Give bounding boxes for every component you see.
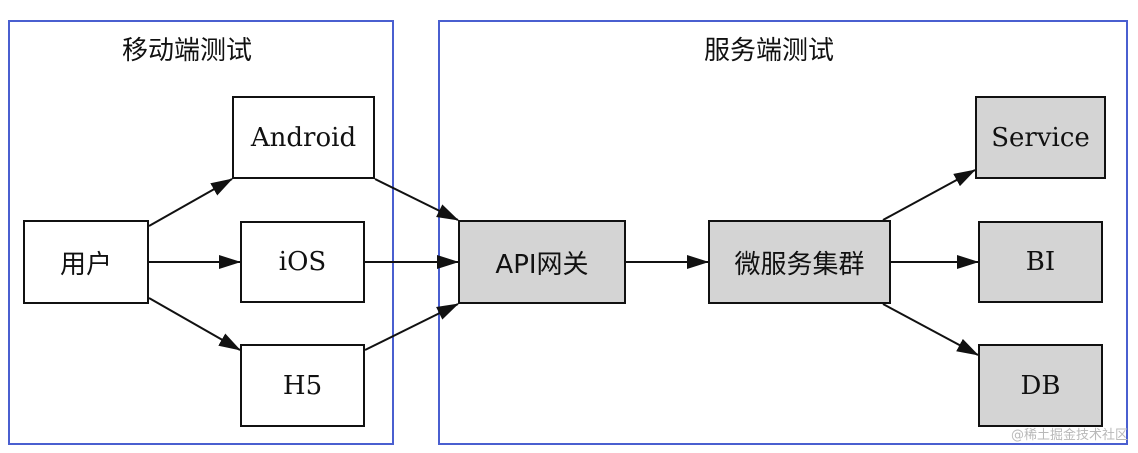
edge-user-to-android <box>148 178 233 227</box>
edge-microservice-cluster-to-service <box>882 169 976 221</box>
node-service: Service <box>975 96 1106 179</box>
edge-android-to-api-gateway <box>374 178 459 221</box>
cluster-mobile-testing <box>8 20 394 445</box>
node-h5: H5 <box>240 344 365 427</box>
node-microservice-cluster: 微服务集群 <box>708 220 891 304</box>
node-bi: BI <box>978 221 1103 303</box>
cluster-server-title: 服务端测试 <box>704 36 835 66</box>
cluster-server-testing <box>438 20 1128 445</box>
node-android: Android <box>232 96 375 179</box>
edge-microservice-cluster-to-db <box>882 303 979 356</box>
edge-h5-to-api-gateway <box>364 303 459 351</box>
edge-user-to-h5 <box>148 297 241 351</box>
watermark: @稀土掘金技术社区 <box>1010 428 1128 443</box>
node-user: 用户 <box>23 220 149 304</box>
node-db: DB <box>978 344 1103 427</box>
node-ios: iOS <box>240 221 365 303</box>
node-api-gateway: API网关 <box>458 220 626 304</box>
cluster-mobile-title: 移动端测试 <box>122 36 253 66</box>
